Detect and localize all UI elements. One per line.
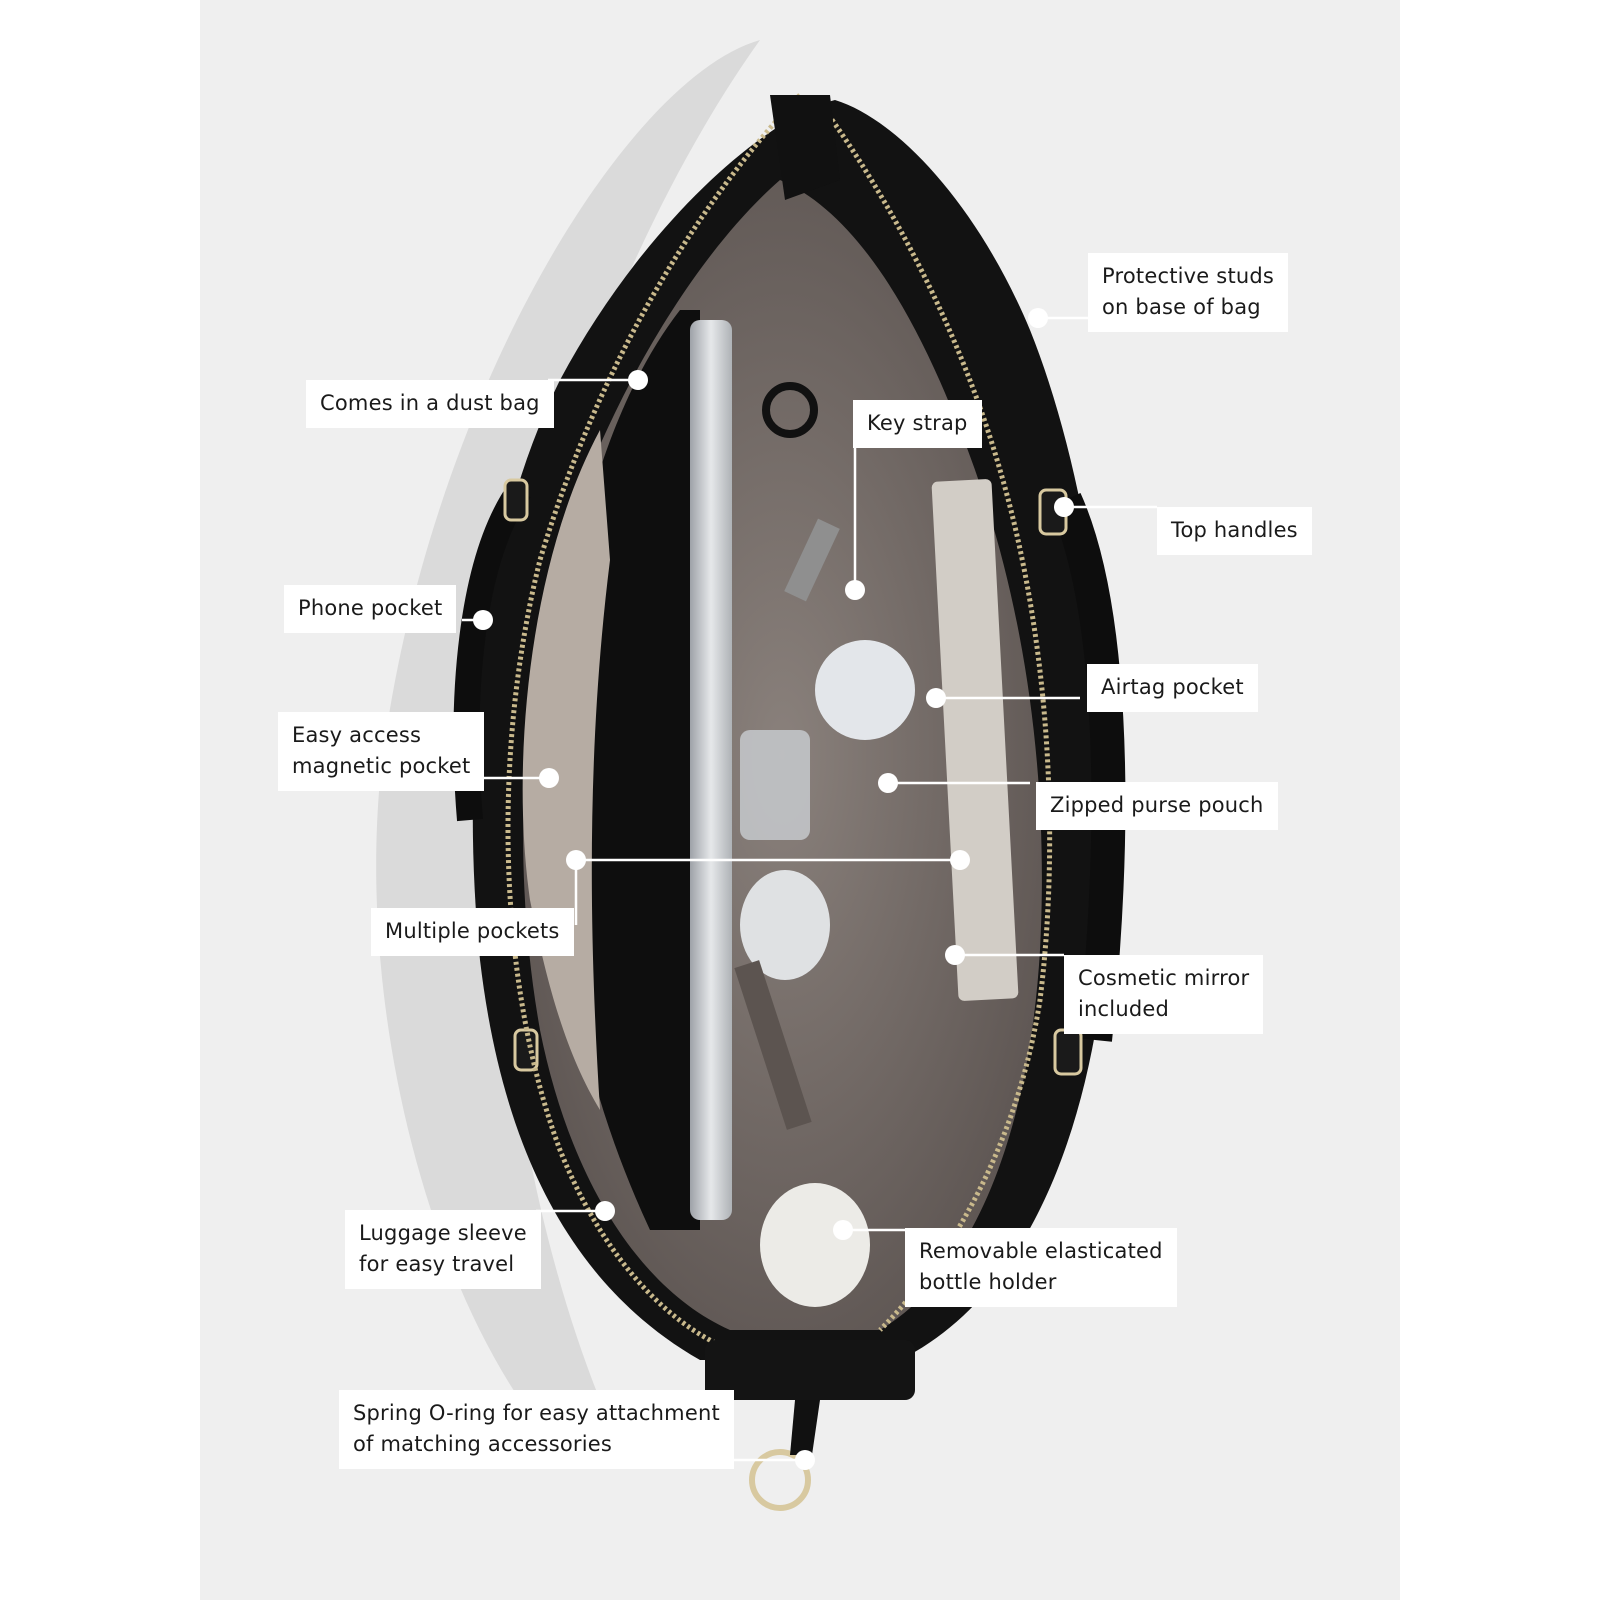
notebook <box>931 479 1019 1001</box>
key-ring <box>762 382 818 438</box>
callout-luggage-sleeve: Luggage sleeve for easy travel <box>345 1210 541 1289</box>
callout-multiple-pockets: Multiple pockets <box>371 908 574 956</box>
bag-shadow <box>376 40 760 1400</box>
keys <box>784 518 840 602</box>
callout-o-ring: Spring O-ring for easy attachment of mat… <box>339 1390 734 1469</box>
leader-lines <box>462 316 1157 1462</box>
leader-dots <box>473 308 1074 1470</box>
handle-right <box>1049 493 1126 1042</box>
bottle-holder-strap <box>734 960 812 1130</box>
callout-top-handles: Top handles <box>1157 507 1312 555</box>
compact-mirror <box>740 870 830 980</box>
zipper-left <box>505 93 802 1353</box>
zipper-right <box>822 108 1053 1332</box>
spring-o-ring <box>749 1449 811 1511</box>
callout-protective-studs: Protective studs on base of bag <box>1088 253 1289 332</box>
handle-buckle-right-bottom <box>1053 1028 1083 1076</box>
callout-dust-bag: Comes in a dust bag <box>306 380 554 428</box>
callout-cosmetic-mirror: Cosmetic mirror included <box>1064 955 1264 1034</box>
laptop <box>690 320 732 1220</box>
water-bottle-cap <box>760 1183 870 1307</box>
perfume-bottle <box>740 730 810 840</box>
callout-key-strap: Key strap <box>853 400 982 448</box>
top-strap <box>770 95 840 200</box>
callout-airtag-pocket: Airtag pocket <box>1087 664 1258 712</box>
round-tin <box>815 640 915 740</box>
handle-buckle-left <box>503 478 529 522</box>
callout-zipped-purse-pouch: Zipped purse pouch <box>1036 782 1278 830</box>
callout-bottle-holder: Removable elasticated bottle holder <box>905 1228 1177 1307</box>
callout-magnetic-pocket: Easy access magnetic pocket <box>278 712 485 791</box>
bag-base <box>705 1340 915 1400</box>
o-ring-tab <box>790 1400 820 1455</box>
callout-phone-pocket: Phone pocket <box>284 585 457 633</box>
